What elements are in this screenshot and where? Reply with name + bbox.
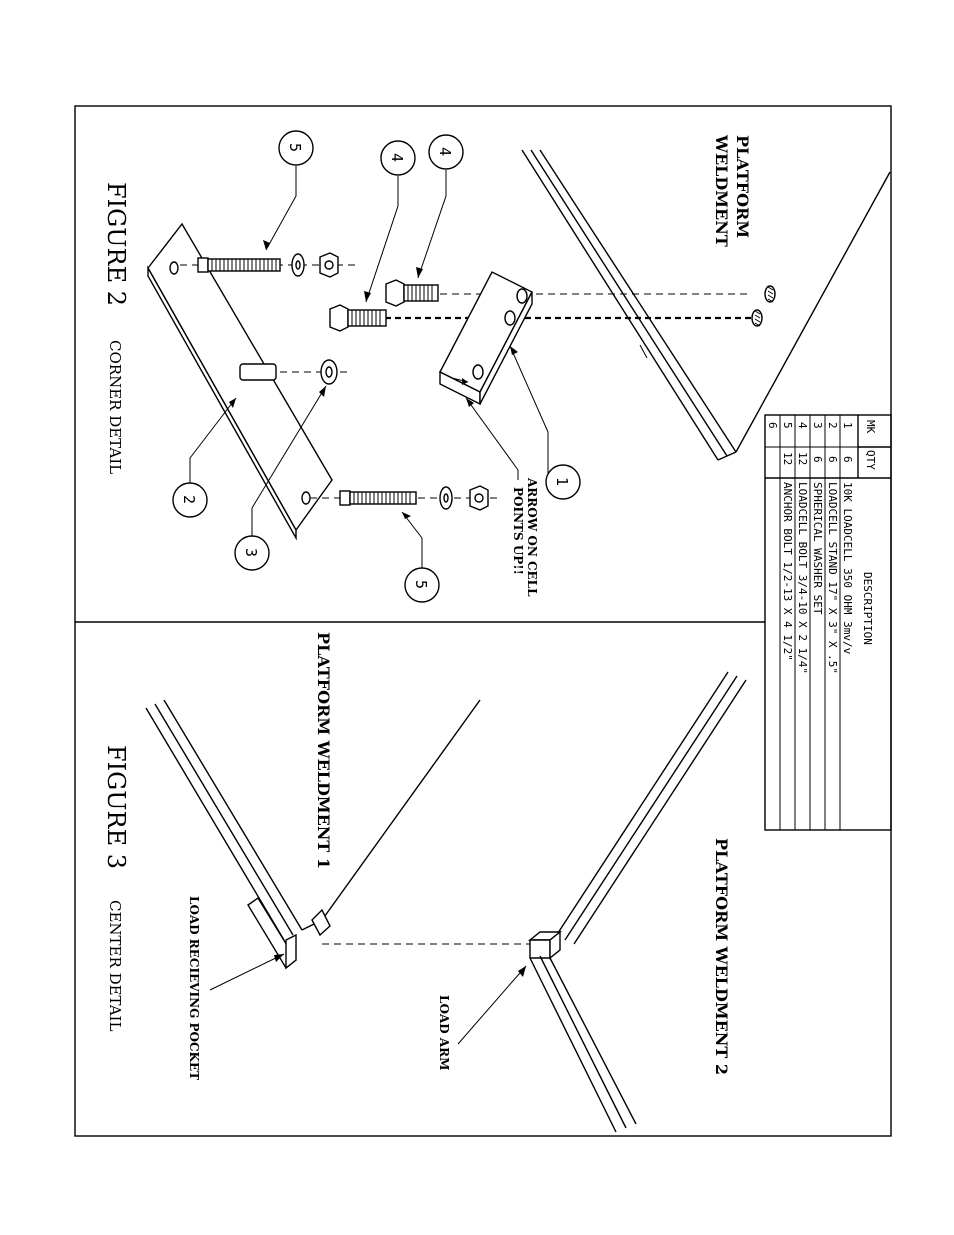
balloon-5: 5 [404, 567, 440, 603]
load-cell-block [439, 271, 533, 406]
svg-text:LOADCELL STAND 17" X 3" X .5": LOADCELL STAND 17" X 3" X .5" [826, 482, 839, 674]
bom-row: 1 6 10K LOADCELL 350 OHM 3mv/v [841, 422, 854, 655]
svg-text:5: 5 [286, 143, 304, 152]
platform-weldment-1 [145, 699, 481, 970]
platform-weldment-2 [528, 671, 747, 1133]
svg-text:6: 6 [826, 456, 839, 463]
balloon-4: 4 [428, 134, 464, 170]
svg-text:3: 3 [811, 422, 824, 429]
svg-text:12: 12 [781, 452, 794, 465]
leader-lines [189, 166, 549, 568]
arrow-note-line-1: ARROW ON CELL [525, 477, 539, 597]
spherical-washer [239, 359, 338, 385]
loadcell-bolt [385, 279, 439, 307]
figure-2-title: FIGURE 2 [102, 182, 130, 306]
platform-weldment-edge [521, 149, 891, 461]
platform-weldment-1-label: PLATFORM WELDMENT 1 [314, 632, 333, 869]
svg-text:5: 5 [781, 422, 794, 429]
svg-text:1: 1 [553, 477, 571, 486]
platform-weldment-2-label: PLATFORM WELDMENT 2 [712, 838, 731, 1075]
platform-weldment-label-1: PLATFORM [733, 135, 752, 238]
svg-text:SPHERICAL WASHER SET: SPHERICAL WASHER SET [811, 482, 824, 615]
figure-2: FIGURE 2 CORNER DETAIL PLATFORM WELDMENT [102, 130, 891, 603]
svg-text:ANCHOR BOLT 1/2-13 X 4 1/2": ANCHOR BOLT 1/2-13 X 4 1/2" [781, 482, 794, 661]
balloon-2: 2 [172, 482, 208, 518]
figure-2-subtitle: CORNER DETAIL [106, 340, 124, 474]
bill-of-materials: MK QTY DESCRIPTION 1 6 10K LOADCELL 350 … [764, 414, 892, 831]
svg-text:4: 4 [388, 153, 406, 162]
balloon-5: 5 [278, 130, 314, 166]
figure-3-title: FIGURE 3 [102, 745, 130, 869]
platform-nut [764, 285, 776, 303]
anchor-bolt [339, 485, 489, 511]
bom-row: 3 6 SPHERICAL WASHER SET [811, 422, 824, 615]
figure-3: FIGURE 3 CENTER DETAIL PLATFORM WELDMENT… [102, 632, 747, 1133]
svg-text:6: 6 [841, 456, 854, 463]
platform-weldment-label-2: WELDMENT [712, 134, 731, 247]
balloon-1: 1 [545, 464, 581, 500]
load-pocket-label: LOAD RECIEVING POCKET [187, 896, 201, 1080]
bom-header-qty: QTY [864, 450, 877, 470]
bom-row: 2 6 LOADCELL STAND 17" X 3" X .5" [826, 422, 839, 674]
platform-nut [751, 309, 763, 327]
svg-text:2: 2 [180, 495, 198, 504]
svg-text:2: 2 [826, 422, 839, 429]
bom-header-description: DESCRIPTION [861, 572, 874, 645]
load-arm-label: LOAD ARM [437, 995, 451, 1070]
bom-header-mk: MK [864, 420, 877, 434]
bom-row: 4 12 LOADCELL BOLT 3/4-10 X 2 1/4" [796, 422, 809, 674]
bom-row: 5 12 ANCHOR BOLT 1/2-13 X 4 1/2" [781, 422, 794, 661]
svg-text:4: 4 [796, 422, 809, 429]
anchor-bolt [197, 252, 339, 278]
svg-text:5: 5 [412, 580, 430, 589]
svg-text:6: 6 [766, 422, 779, 429]
svg-text:LOADCELL BOLT 3/4-10 X 2 1/4": LOADCELL BOLT 3/4-10 X 2 1/4" [796, 482, 809, 674]
bom-row: 6 [766, 422, 779, 429]
svg-text:6: 6 [811, 456, 824, 463]
loadcell-bolt [329, 304, 387, 332]
svg-text:3: 3 [242, 548, 260, 557]
arrow-note-line-2: POINTS UP!! [511, 487, 525, 575]
svg-text:10K LOADCELL 350 OHM 3mv/v: 10K LOADCELL 350 OHM 3mv/v [841, 482, 854, 655]
svg-text:4: 4 [436, 147, 454, 156]
balloon-3: 3 [234, 535, 270, 571]
balloon-4: 4 [380, 140, 416, 176]
svg-text:1: 1 [841, 422, 854, 429]
svg-text:12: 12 [796, 452, 809, 465]
figure-3-subtitle: CENTER DETAIL [106, 900, 124, 1031]
